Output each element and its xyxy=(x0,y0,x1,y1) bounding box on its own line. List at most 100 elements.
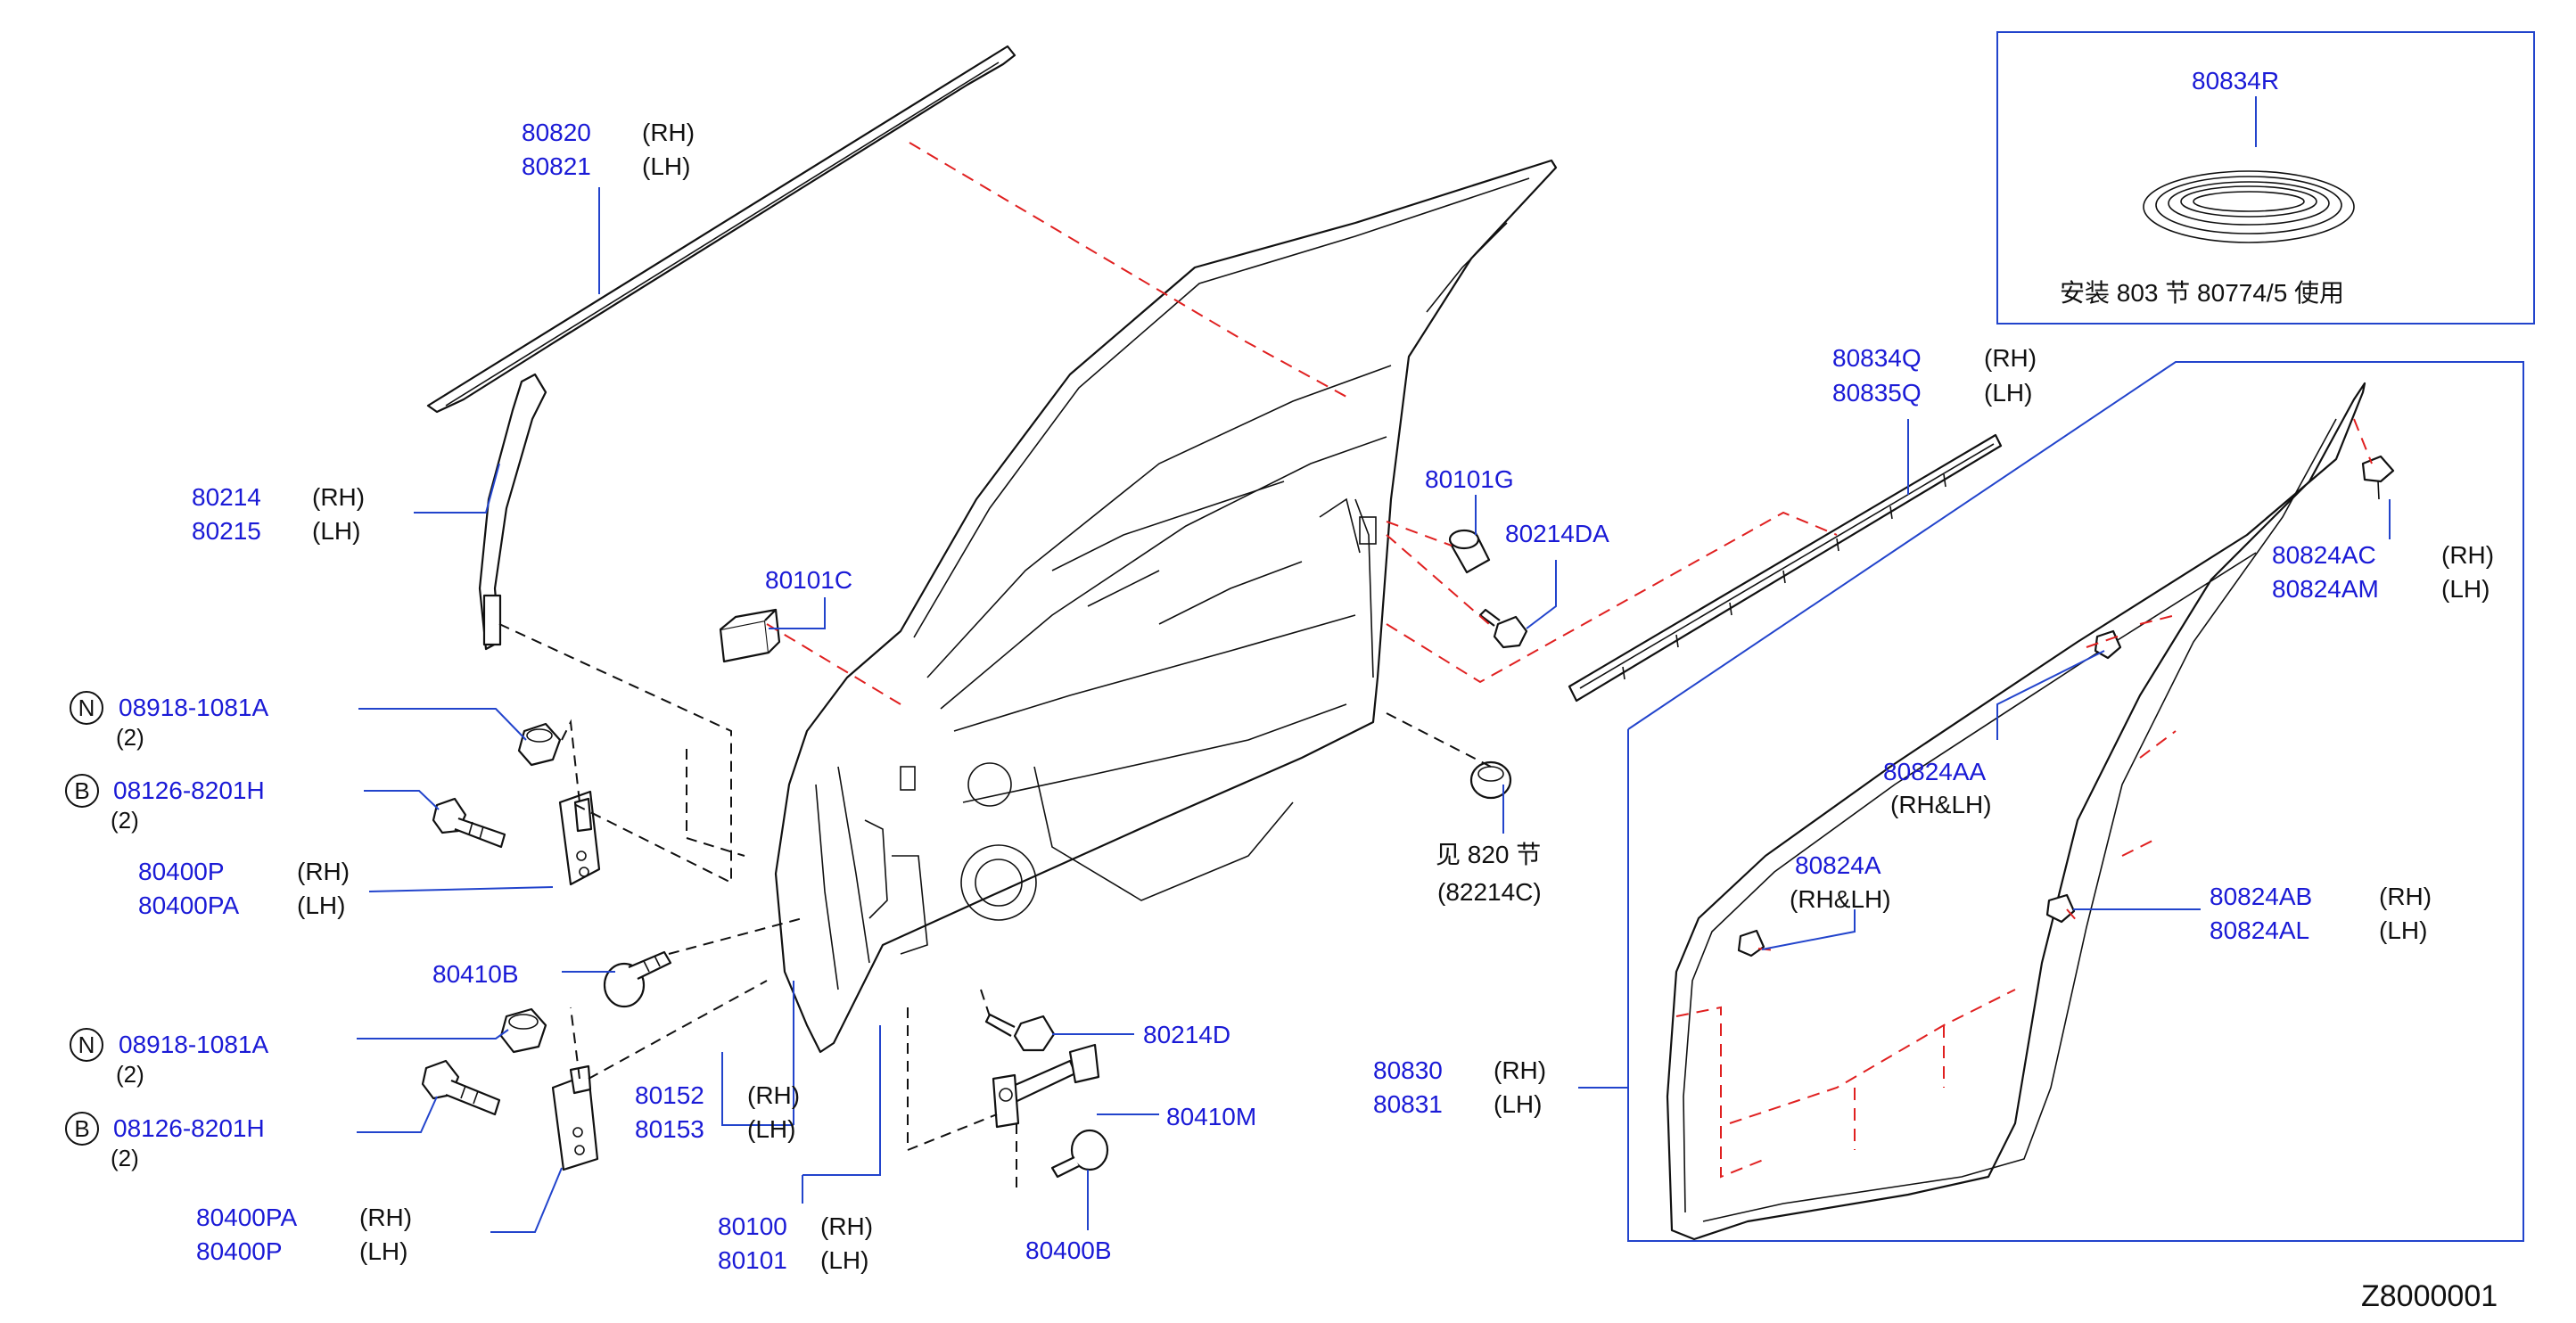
svg-text:80214: 80214 xyxy=(192,483,261,511)
door-outer-moulding-drawing[interactable] xyxy=(426,45,1016,414)
svg-text:(RH): (RH) xyxy=(2379,883,2432,910)
callout-80410m[interactable]: 80410M xyxy=(1166,1103,1256,1130)
weatherstrip-inset-frame xyxy=(1627,361,2524,1242)
callout-08918-lower[interactable]: N 08918-1081A (2) xyxy=(70,1028,268,1088)
callout-80214da[interactable]: 80214DA xyxy=(1505,520,1609,547)
svg-text:08126-8201H: 08126-8201H xyxy=(113,1114,265,1142)
bumper-80101g-drawing[interactable] xyxy=(1448,529,1491,574)
lower-hinge-bolt-drawing[interactable] xyxy=(421,1059,501,1116)
svg-text:(LH): (LH) xyxy=(642,152,690,180)
svg-text:(LH): (LH) xyxy=(747,1115,795,1143)
svg-text:80834R: 80834R xyxy=(2192,67,2279,94)
svg-text:(RH): (RH) xyxy=(1984,344,2037,372)
svg-text:(LH): (LH) xyxy=(2379,916,2427,944)
callout-80214d[interactable]: 80214D xyxy=(1143,1021,1230,1048)
diagram-id: Z8000001 xyxy=(2361,1279,2498,1313)
callout-80824ab-80824al[interactable]: 80824AB (RH) 80824AL (LH) xyxy=(2210,883,2432,944)
upper-hinge-bolt-drawing[interactable] xyxy=(432,797,506,849)
svg-text:80824AB: 80824AB xyxy=(2210,883,2312,910)
svg-text:(2): (2) xyxy=(111,807,139,834)
svg-text:08126-8201H: 08126-8201H xyxy=(113,777,265,804)
callout-80400b[interactable]: 80400B xyxy=(1025,1237,1112,1264)
svg-text:80400B: 80400B xyxy=(1025,1237,1112,1264)
clip-80824a-drawing[interactable] xyxy=(1737,929,1765,957)
svg-text:安装 803 节 80774/5 使用: 安装 803 节 80774/5 使用 xyxy=(2060,279,2344,307)
lower-hinge-drawing[interactable] xyxy=(551,1064,599,1171)
svg-text:80100: 80100 xyxy=(718,1212,787,1240)
svg-text:80410M: 80410M xyxy=(1166,1103,1256,1130)
svg-text:80830: 80830 xyxy=(1373,1056,1443,1084)
callout-80152-80153[interactable]: 80152 (RH) 80153 (LH) xyxy=(635,1081,800,1143)
svg-text:(RH): (RH) xyxy=(820,1212,873,1240)
seal-roll-80834r-drawing[interactable] xyxy=(2143,170,2355,243)
seal-roll-inset-box xyxy=(1996,31,2535,325)
svg-text:80821: 80821 xyxy=(522,152,591,180)
svg-text:80831: 80831 xyxy=(1373,1090,1443,1118)
callout-08126-lower[interactable]: B 08126-8201H (2) xyxy=(65,1112,265,1171)
sash-finisher-drawing[interactable] xyxy=(478,373,547,651)
grommet-82214c-drawing[interactable] xyxy=(1469,760,1512,800)
check-screw-80214d-drawing[interactable] xyxy=(984,1013,1056,1052)
check-bolt-80410b-drawing[interactable] xyxy=(603,950,672,1008)
svg-text:(LH): (LH) xyxy=(1494,1090,1542,1118)
svg-text:(LH): (LH) xyxy=(312,517,360,545)
clip-80824ac-drawing[interactable] xyxy=(2361,455,2395,500)
svg-text:80824AA: 80824AA xyxy=(1883,758,1987,785)
svg-text:(RH): (RH) xyxy=(359,1204,412,1231)
callout-80824ac-80824am[interactable]: 80824AC (RH) 80824AM (LH) xyxy=(2272,541,2494,603)
svg-text:(RH): (RH) xyxy=(642,119,695,146)
svg-text:(2): (2) xyxy=(116,724,144,751)
callout-08918-upper[interactable]: N 08918-1081A (2) xyxy=(70,691,268,751)
svg-text:见 820 节: 见 820 节 xyxy=(1436,841,1541,868)
svg-text:(LH): (LH) xyxy=(359,1237,407,1265)
svg-text:80400P: 80400P xyxy=(138,858,225,885)
clip-80824ab-drawing[interactable] xyxy=(2045,893,2076,924)
svg-text:(2): (2) xyxy=(116,1061,144,1088)
grommet-80101c-drawing[interactable] xyxy=(719,608,781,663)
upper-hinge-nut-drawing[interactable] xyxy=(517,722,562,767)
callout-80410b[interactable]: 80410B xyxy=(432,960,519,988)
callout-08126-upper[interactable]: B 08126-8201H (2) xyxy=(65,774,265,834)
svg-text:80152: 80152 xyxy=(635,1081,704,1109)
callout-80830-80831[interactable]: 80830 (RH) 80831 (LH) xyxy=(1373,1056,1546,1118)
weatherstrip-inner-drawing[interactable] xyxy=(1568,433,2003,703)
body-weatherstrip-drawing[interactable] xyxy=(1666,382,2366,1241)
callout-80100-80101[interactable]: 80100 (RH) 80101 (LH) xyxy=(718,1212,873,1274)
callout-80400pa-lower[interactable]: 80400PA (RH) 80400P (LH) xyxy=(196,1204,412,1265)
svg-text:(RH&LH): (RH&LH) xyxy=(1890,791,1992,818)
callout-80101c[interactable]: 80101C xyxy=(765,566,852,594)
svg-text:08918-1081A: 08918-1081A xyxy=(119,694,268,721)
svg-text:80824AL: 80824AL xyxy=(2210,916,2309,944)
door-panel-drawing[interactable] xyxy=(774,159,1558,1054)
svg-text:08918-1081A: 08918-1081A xyxy=(119,1031,268,1058)
svg-text:80835Q: 80835Q xyxy=(1832,379,1922,407)
upper-hinge-drawing[interactable] xyxy=(558,790,601,886)
callout-80400p-upper[interactable]: 80400P (RH) 80400PA (LH) xyxy=(138,858,350,919)
callout-ref-820[interactable]: 见 820 节 (82214C) xyxy=(1436,841,1542,906)
assembly-guide-lines xyxy=(498,623,1492,1195)
door-check-80410m-drawing[interactable] xyxy=(992,1043,1100,1129)
callout-80824aa[interactable]: 80824AA (RH&LH) xyxy=(1883,758,1992,818)
check-bolt-80400b-drawing[interactable] xyxy=(1050,1129,1109,1179)
svg-text:80400P: 80400P xyxy=(196,1237,283,1265)
callout-80824a[interactable]: 80824A (RH&LH) xyxy=(1790,851,1891,913)
callout-80834q-80835q[interactable]: 80834Q (RH) 80835Q (LH) xyxy=(1832,344,2037,407)
callout-80834r[interactable]: 80834R 安装 803 节 80774/5 使用 xyxy=(2060,67,2344,307)
screw-80214da-drawing[interactable] xyxy=(1478,608,1528,649)
svg-text:80834Q: 80834Q xyxy=(1832,344,1922,372)
svg-text:80215: 80215 xyxy=(192,517,261,545)
svg-text:N: N xyxy=(78,1031,95,1058)
svg-text:(2): (2) xyxy=(111,1145,139,1171)
nut-badge-icon xyxy=(70,691,103,725)
svg-text:80824A: 80824A xyxy=(1795,851,1881,879)
svg-text:80214DA: 80214DA xyxy=(1505,520,1609,547)
svg-text:80400PA: 80400PA xyxy=(138,892,239,919)
svg-text:80101: 80101 xyxy=(718,1246,787,1274)
svg-text:80410B: 80410B xyxy=(432,960,519,988)
lower-hinge-nut-drawing[interactable] xyxy=(499,1007,547,1054)
svg-text:80101G: 80101G xyxy=(1425,465,1514,493)
callout-80101g[interactable]: 80101G xyxy=(1425,465,1514,493)
svg-text:N: N xyxy=(78,694,95,721)
callout-80820-80821[interactable]: 80820 (RH) 80821 (LH) xyxy=(522,119,695,180)
callout-80214-80215[interactable]: 80214 (RH) 80215 (LH) xyxy=(192,483,365,545)
